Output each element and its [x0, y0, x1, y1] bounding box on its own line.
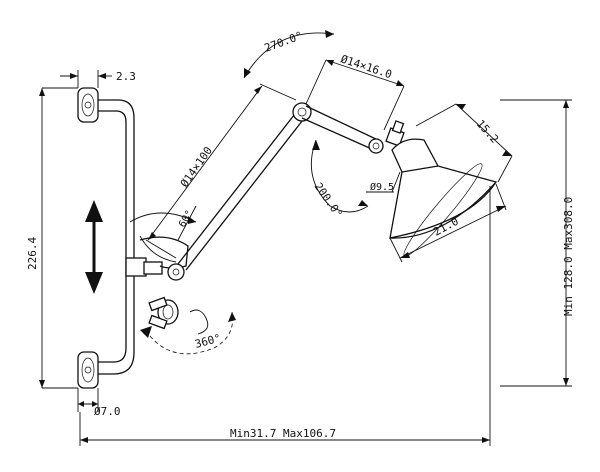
shade-joint [368, 138, 384, 154]
short-arm-dimension: Ø14×16.0 [305, 52, 405, 131]
pipe-offset-label: 2.3 [116, 70, 136, 83]
slide-arrow [85, 200, 103, 294]
reach-dimension: Min31.7 Max106.7 [79, 186, 491, 446]
bottom-mount-plate [77, 351, 99, 389]
height-dimension: 226.4 [26, 87, 78, 389]
arm-rotation-dimension: 270.0° [243, 29, 335, 79]
shade-neck-dimension: Ø9.5 [366, 171, 401, 193]
sliding-clamp [125, 236, 189, 330]
wall-rail [77, 87, 135, 389]
arm-rotation-label: 270.0° [263, 29, 305, 55]
arm-length-label: Ø14×100 [178, 144, 215, 189]
height-label: 226.4 [26, 237, 39, 270]
shade-neck-label: Ø9.5 [370, 181, 394, 193]
base-diameter-dimension: Ø7.0 [77, 388, 121, 418]
elbow-joint [292, 102, 312, 122]
shade-tilt-label: 200.0° [312, 180, 345, 220]
pipe-offset-dimension: 2.3 [60, 70, 136, 88]
main-arm [177, 102, 384, 271]
reach-label: Min31.7 Max106.7 [230, 427, 336, 440]
clamp-joint [167, 263, 185, 281]
base-diameter-label: Ø7.0 [94, 405, 121, 418]
short-arm-label: Ø14×16.0 [339, 52, 393, 81]
height-range-dimension: Min 128.0 Max308.0 [500, 99, 575, 387]
height-range-label: Min 128.0 Max308.0 [562, 197, 575, 316]
top-mount-plate [77, 87, 99, 123]
shade-tilt-dimension: 200.0° [310, 139, 369, 220]
clamp-body [125, 257, 147, 277]
arm-length-dimension: Ø14×100 [145, 83, 297, 259]
lamp-shade [385, 120, 498, 257]
base-rotation-label: 360° [193, 331, 222, 350]
shade-depth-label: 15.2 [474, 117, 501, 145]
